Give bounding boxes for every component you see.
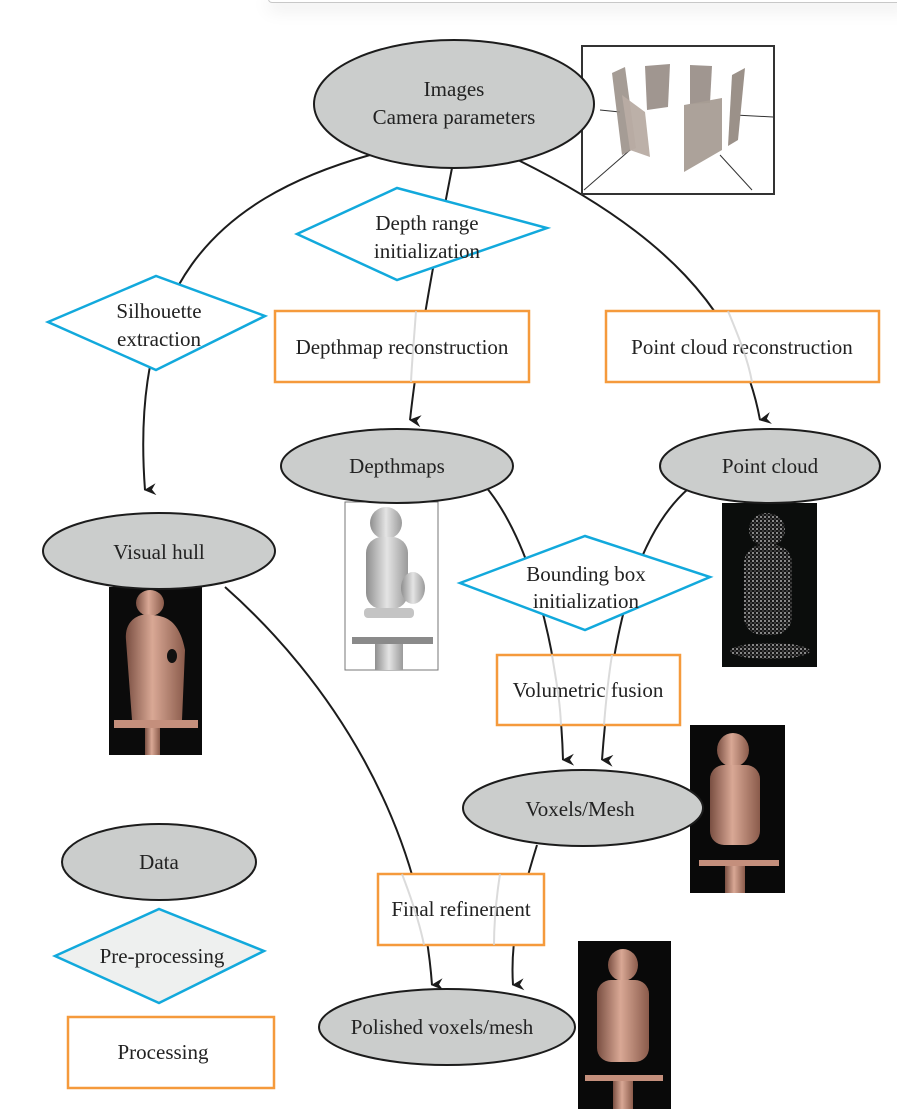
node-depthmaps[interactable]: Depthmaps xyxy=(280,428,514,504)
popup-panel-edge xyxy=(268,0,897,3)
node-silhouette-line1: Silhouette xyxy=(116,299,201,323)
edge-images-to-visual-hull xyxy=(142,154,371,496)
node-voxels-mesh[interactable]: Voxels/Mesh xyxy=(462,769,704,847)
pointcloud-statue-image xyxy=(722,503,817,667)
node-images-line1: Images xyxy=(424,77,485,101)
node-depthmaps-label: Depthmaps xyxy=(349,454,445,478)
node-voxels-mesh-label: Voxels/Mesh xyxy=(525,797,635,821)
legend-processing: Processing xyxy=(66,1015,276,1090)
edge-images-to-depthmaps xyxy=(409,167,453,428)
legend-data: Data xyxy=(61,823,257,901)
node-bbox-line1: Bounding box xyxy=(526,562,646,586)
polished-mesh-statue-image xyxy=(578,941,671,1109)
node-volumetric-fusion[interactable]: Volumetric fusion xyxy=(495,653,682,727)
node-visual-hull-label: Visual hull xyxy=(113,540,205,564)
legend-pre-processing: Pre-processing xyxy=(51,907,268,1005)
node-silhouette-line2: extraction xyxy=(117,327,201,351)
node-polished-voxels-mesh[interactable]: Polished voxels/mesh xyxy=(318,988,576,1066)
camera-setup-image xyxy=(581,45,775,195)
node-depthmap-reconstruction-label: Depthmap reconstruction xyxy=(296,335,509,359)
node-depth-range-line2: initialization xyxy=(374,239,481,263)
legend-pre-processing-label: Pre-processing xyxy=(100,944,225,968)
node-point-cloud[interactable]: Point cloud xyxy=(659,428,881,504)
node-visual-hull[interactable]: Visual hull xyxy=(42,512,276,590)
visual-hull-statue-image xyxy=(109,587,202,755)
node-final-refinement[interactable]: Final refinement xyxy=(376,872,546,947)
node-volumetric-fusion-label: Volumetric fusion xyxy=(513,678,664,702)
node-depth-range-line1: Depth range xyxy=(375,211,478,235)
node-point-cloud-label: Point cloud xyxy=(722,454,819,478)
node-depth-range-initialization[interactable]: Depth range initialization xyxy=(294,186,552,282)
node-images-line2: Camera parameters xyxy=(373,105,536,129)
legend-data-label: Data xyxy=(139,850,179,874)
mesh-statue-image xyxy=(690,725,785,893)
node-polished-label: Polished voxels/mesh xyxy=(351,1015,534,1039)
legend-processing-label: Processing xyxy=(118,1040,209,1064)
legend: Data Pre-processing Processing xyxy=(51,823,276,1090)
node-depthmap-reconstruction[interactable]: Depthmap reconstruction xyxy=(273,309,531,384)
node-bbox-line2: initialization xyxy=(533,589,640,613)
depthmap-statue-image xyxy=(344,501,439,671)
node-bounding-box-initialization[interactable]: Bounding box initialization xyxy=(456,534,714,632)
faint-edge-overlays xyxy=(401,310,753,946)
node-silhouette-extraction[interactable]: Silhouette extraction xyxy=(44,274,269,372)
node-images[interactable]: Images Camera parameters xyxy=(313,39,595,169)
